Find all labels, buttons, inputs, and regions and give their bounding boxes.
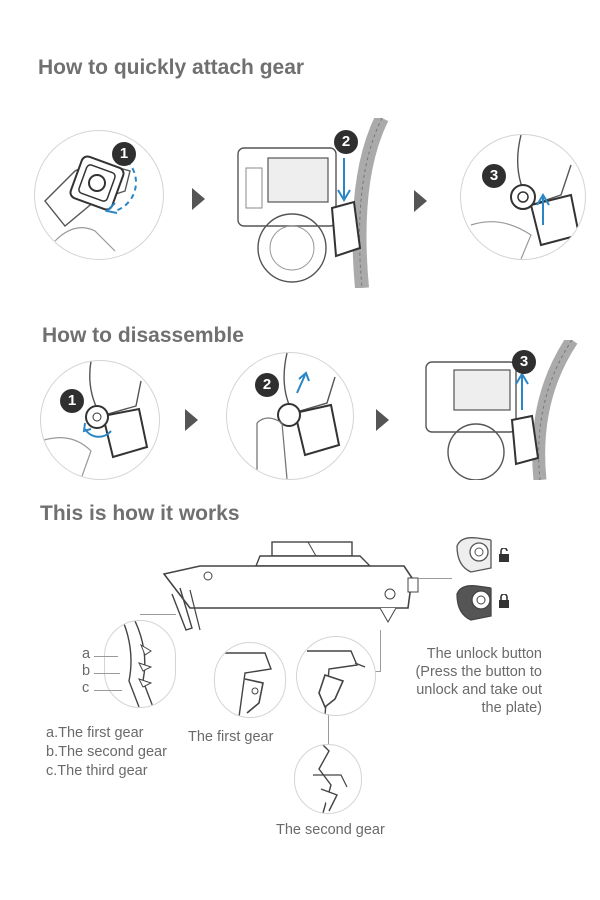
connector-line [328, 712, 329, 748]
attach-step-1-badge: 1 [112, 142, 136, 166]
unlock-text-line: The unlock button [426, 646, 542, 662]
attach-heading: How to quickly attach gear [38, 56, 305, 79]
disassemble-heading: How to disassemble [42, 324, 244, 347]
connector-line [380, 630, 381, 672]
disassemble-step-3-badge: 3 [512, 350, 536, 374]
attach-step-3-illustration [460, 134, 586, 260]
lock-state-unlocked [451, 532, 497, 578]
unlock-text-line: (Press the button to [415, 664, 542, 680]
gear-list-item: a.The first gear [46, 725, 144, 741]
gear-list-item: c.The third gear [46, 763, 148, 779]
clip-side-view [160, 538, 424, 638]
play-arrow-icon [192, 188, 205, 210]
unlock-text-line: unlock and take out [416, 682, 542, 698]
connector-line [418, 578, 452, 579]
disassemble-step-1-illustration [40, 360, 160, 480]
play-arrow-icon [414, 190, 427, 212]
second-gear-zoom [296, 636, 376, 716]
connector-line [140, 614, 176, 615]
callout-line [94, 690, 122, 691]
play-arrow-icon [185, 409, 198, 431]
first-gear-zoom [214, 642, 286, 718]
attach-step-2-illustration [232, 114, 412, 289]
unlock-text-line: the plate) [481, 700, 542, 716]
attach-step-3-badge: 3 [482, 164, 506, 188]
callout-c: c [82, 680, 90, 696]
attach-step-1-illustration [34, 130, 164, 260]
gear-list-item: b.The second gear [46, 744, 167, 760]
second-gear-label: The second gear [276, 822, 385, 838]
connector-line [372, 671, 381, 672]
callout-b: b [82, 663, 91, 679]
unlock-icon [498, 547, 510, 562]
disassemble-step-2-illustration [226, 352, 354, 480]
second-gear-detail-zoom [294, 744, 362, 814]
callout-a: a [82, 646, 91, 662]
lock-state-locked [451, 580, 497, 626]
lock-icon [498, 593, 510, 608]
works-heading: This is how it works [40, 502, 240, 525]
first-gear-label: The first gear [188, 729, 274, 745]
play-arrow-icon [376, 409, 389, 431]
attach-step-2-badge: 2 [334, 130, 358, 154]
disassemble-step-3-illustration [422, 336, 590, 481]
gear-list: a.The first gear b.The second gear c.The… [46, 724, 167, 781]
callout-line [94, 673, 120, 674]
unlock-button-description: The unlock button (Press the button to u… [382, 645, 542, 717]
callout-line [94, 656, 118, 657]
disassemble-step-1-badge: 1 [60, 389, 84, 413]
disassemble-step-2-badge: 2 [255, 373, 279, 397]
gear-detail-zoom [104, 620, 176, 708]
